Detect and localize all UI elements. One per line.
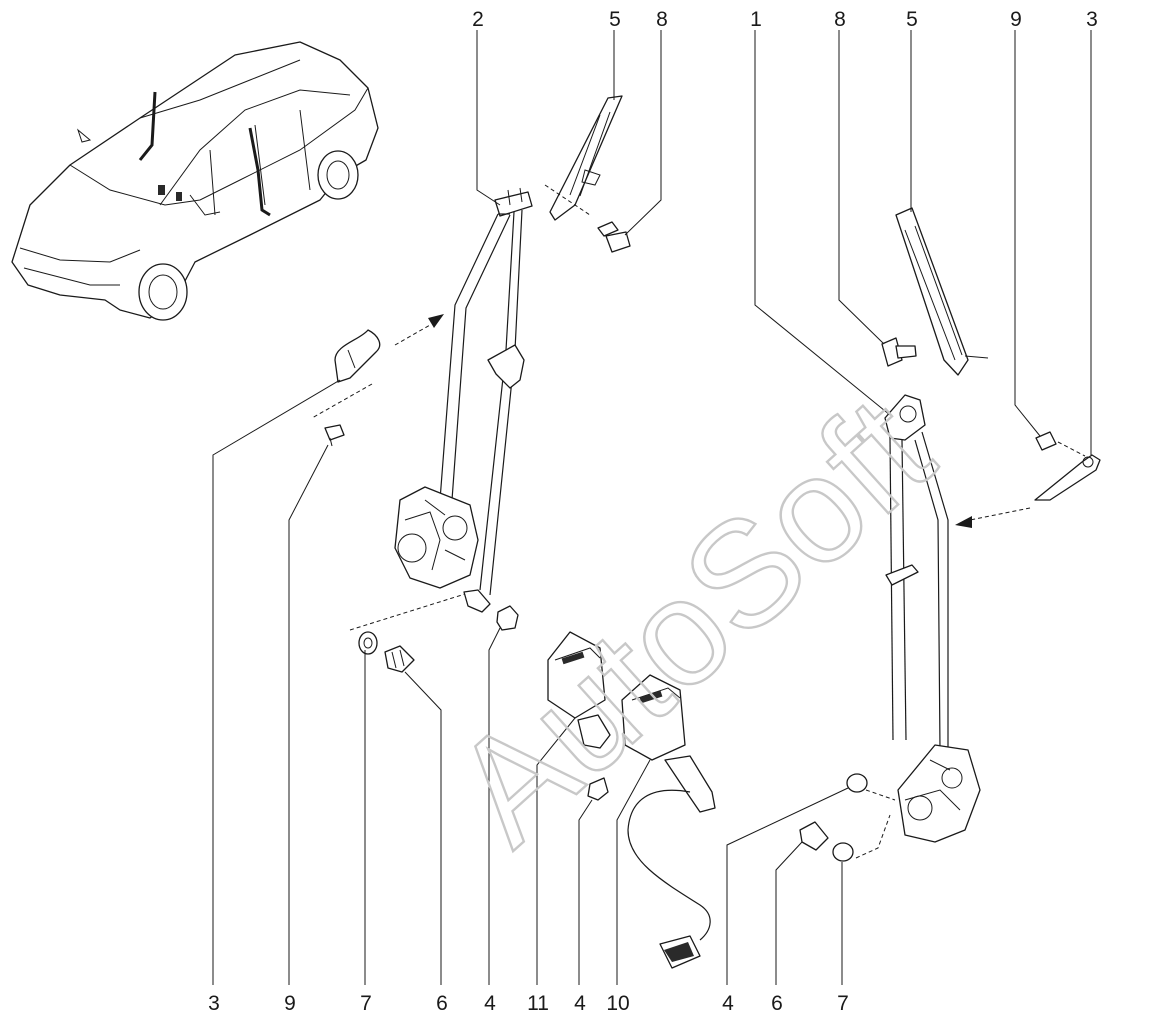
callout-10: 10	[606, 992, 629, 1015]
right-seat-belt-assembly	[884, 394, 981, 843]
right-belt-guide	[885, 564, 919, 586]
left-arrow-line	[394, 324, 431, 346]
right-adjuster-bolt	[881, 337, 917, 367]
left-arrow-head	[428, 314, 444, 328]
callout-7: 7	[360, 992, 372, 1015]
callout-6: 6	[436, 992, 448, 1015]
callout-8: 8	[656, 8, 668, 31]
callout-8b: 8	[834, 8, 846, 31]
callout-3b: 3	[208, 992, 220, 1015]
left-trim-cover	[334, 329, 381, 383]
bottom-callouts: 3 9 7 6 4 11 4 10 4 6 7	[208, 992, 849, 1015]
right-retractor	[897, 744, 981, 843]
callout-9b: 9	[284, 992, 296, 1015]
left-retractor	[394, 486, 479, 589]
top-callouts: 2 5 8 1 8 5 9 3	[472, 8, 1098, 31]
car-overview-illustration	[11, 41, 379, 321]
buckle-11	[547, 631, 611, 749]
belt-slide-guide	[487, 344, 525, 389]
leader-lines	[212, 30, 1092, 985]
left-anchor-bolt	[384, 645, 415, 673]
left-height-adjuster	[549, 95, 623, 221]
callout-3: 3	[1086, 8, 1098, 31]
right-arrow-head	[955, 516, 972, 528]
right-cover-screw	[1035, 431, 1057, 451]
left-spacer	[496, 605, 519, 631]
buckle-10	[621, 674, 716, 969]
callout-4c: 4	[722, 992, 734, 1015]
left-adjuster-bolt	[597, 221, 631, 253]
right-trim-cover	[1034, 454, 1101, 501]
callout-5b: 5	[906, 8, 918, 31]
callout-2: 2	[472, 8, 484, 31]
callout-1: 1	[750, 8, 762, 31]
left-upper-anchor	[494, 191, 533, 217]
callout-4: 4	[484, 992, 496, 1015]
callout-9: 9	[1010, 8, 1022, 31]
callout-6b: 6	[771, 992, 783, 1015]
right-height-adjuster	[895, 207, 969, 376]
callout-7b: 7	[837, 992, 849, 1015]
callout-5: 5	[609, 8, 621, 31]
right-washer	[832, 842, 854, 862]
left-washer	[358, 631, 378, 655]
callout-11: 11	[527, 992, 549, 1015]
right-spacer	[846, 773, 868, 793]
right-anchor-bolt	[799, 821, 829, 851]
left-cover-screw	[324, 424, 345, 447]
buckle-11-spacer	[587, 777, 609, 801]
left-lower-anchor	[463, 589, 491, 613]
left-seat-belt-assembly	[394, 187, 533, 613]
callout-4b: 4	[574, 992, 586, 1015]
right-arrow-line	[969, 507, 1031, 521]
